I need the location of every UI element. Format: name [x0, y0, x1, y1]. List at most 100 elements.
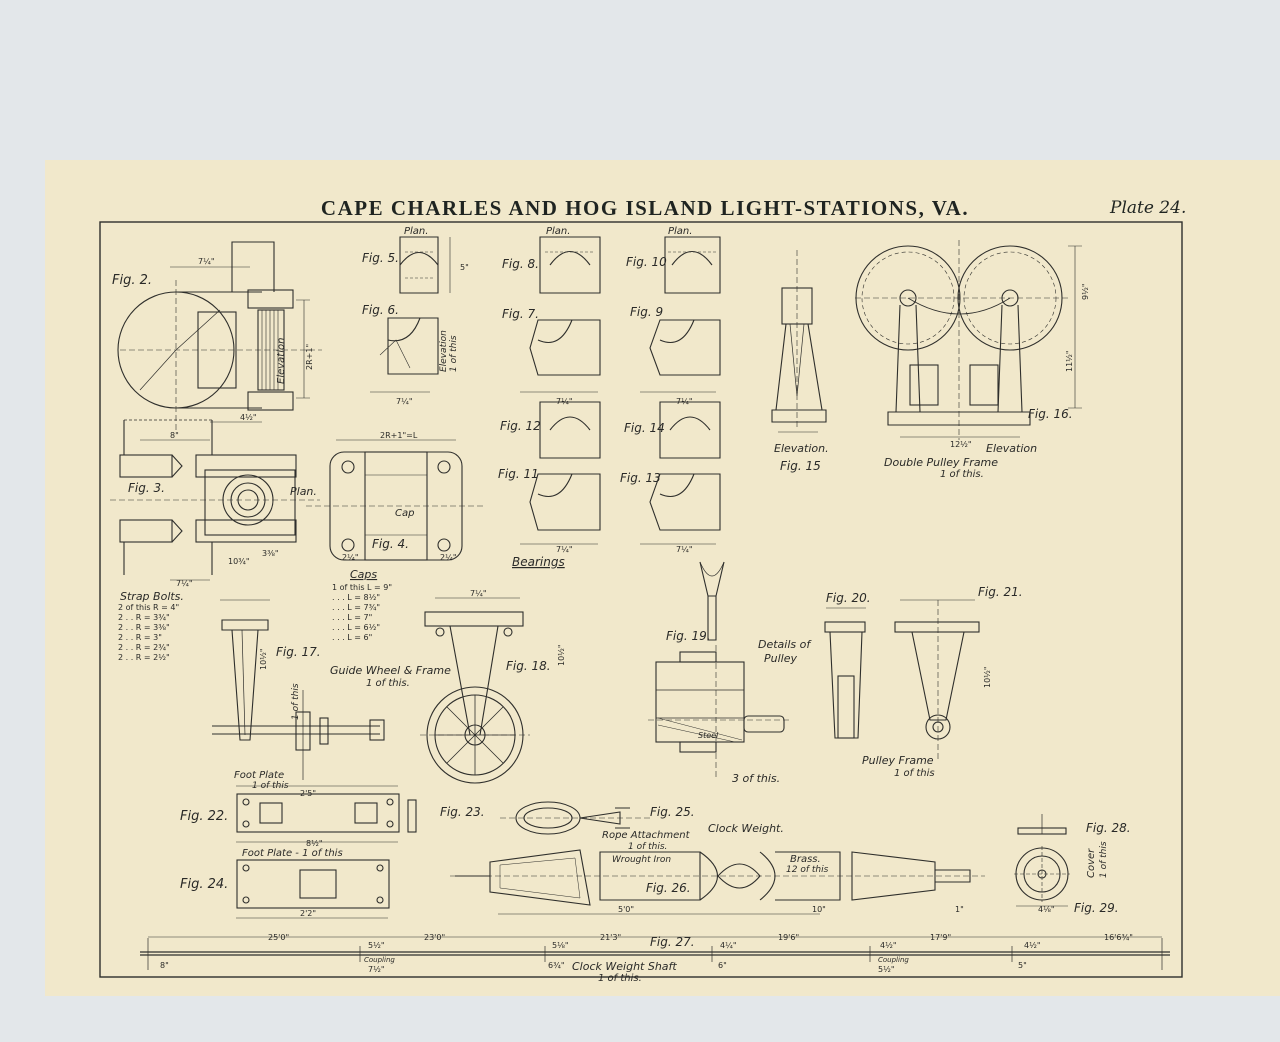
- fig5-label: Fig. 5.: [362, 251, 399, 265]
- details-of-pulley-2: Pulley: [764, 652, 797, 665]
- bearings-label: Bearings: [512, 555, 565, 569]
- of-this-fig6-label: 1 of this: [449, 335, 459, 372]
- fig15-label: Fig. 15: [780, 459, 821, 473]
- wrought-iron-label: Wrought Iron: [612, 855, 671, 865]
- bearing-fig9: [640, 319, 721, 393]
- fig22-drawing: [236, 785, 417, 843]
- fig10-label: Fig. 10: [626, 255, 667, 269]
- dim-label: 10¾": [228, 557, 250, 566]
- shaft-bottom-dim: 8": [160, 961, 169, 970]
- fig3-label: Fig. 3.: [128, 481, 165, 495]
- bearing-fig14: [659, 401, 721, 459]
- elevation-fig15-label: Elevation.: [774, 442, 829, 455]
- elevation-fig6-label: Elevation: [439, 330, 449, 372]
- rope-attachment-qty: 1 of this.: [628, 842, 667, 852]
- foot-plate-24-label: Foot Plate - 1 of this: [242, 848, 343, 859]
- fig16-drawing: [855, 240, 1082, 440]
- caps-row: . . . L = 6": [332, 633, 372, 642]
- clock-weight-shaft-label: Clock Weight Shaft: [572, 960, 677, 973]
- fig12-label: Fig. 12: [500, 419, 541, 433]
- plan-label-fig8: Plan.: [546, 226, 570, 237]
- fig16-label: Fig. 16.: [1028, 407, 1073, 421]
- fig23-label: Fig. 23.: [440, 805, 485, 819]
- fig28-label: Fig. 28.: [1086, 821, 1131, 835]
- cover-qty: 1 of this: [1099, 841, 1109, 878]
- dim-label: 1": [955, 905, 964, 914]
- strap-bolt-row: 2 . . R = 3": [118, 633, 162, 642]
- shaft-bottom-dim: 5": [1018, 961, 1027, 970]
- shaft-sub-dim: 5⅛": [552, 941, 569, 950]
- dim-label: 2'5": [300, 789, 316, 798]
- shaft-dim: 19'6": [778, 933, 799, 942]
- dim-label: 10½": [983, 666, 992, 688]
- fig4-drawing: [306, 439, 486, 561]
- bearing-fig10: [664, 236, 721, 294]
- fig28-cover: [1014, 814, 1070, 907]
- dim-label: 7¼": [198, 257, 215, 266]
- dim-label: 3⅜": [262, 549, 279, 558]
- caps-row: . . . L = 7¾": [332, 603, 380, 612]
- fig13-label: Fig. 13: [620, 471, 661, 485]
- dim-label: 7¼": [676, 397, 693, 406]
- strap-bolts-title: Strap Bolts.: [120, 590, 184, 603]
- shaft-dim: 17'9": [930, 933, 951, 942]
- fig19-drawing: [648, 561, 790, 780]
- shaft-sub-dim: 4½": [1024, 941, 1041, 950]
- bearing-fig6: [370, 317, 439, 393]
- cover-label: Cover: [1086, 848, 1097, 878]
- fig17-label: Fig. 17.: [276, 645, 321, 659]
- pulley-frame-qty: 1 of this: [894, 768, 935, 779]
- foot-plate-label: Foot Plate: [234, 770, 284, 781]
- dim-label: 7¼": [470, 589, 487, 598]
- brass-label: Brass.: [790, 854, 821, 865]
- fig11-label: Fig. 11: [498, 467, 539, 481]
- drawing-sheet: [45, 160, 1280, 996]
- fig21-drawing: [894, 599, 980, 760]
- of-this-fig17-label: 1 of this: [291, 683, 301, 720]
- double-pulley-frame-label: Double Pulley Frame: [884, 456, 998, 469]
- dim-label: 2R+1": [305, 344, 314, 370]
- shaft-sub-dim: 4¼": [720, 941, 737, 950]
- clock-weight-shaft-qty: 1 of this.: [598, 973, 642, 984]
- fig4-label: Fig. 4.: [372, 537, 409, 551]
- fig6-label: Fig. 6.: [362, 303, 399, 317]
- three-of-this-label: 3 of this.: [732, 772, 780, 785]
- fig27-label: Fig. 27.: [650, 935, 695, 949]
- clock-weight-label: Clock Weight.: [708, 822, 784, 835]
- caps-row: 1 of this L = 9": [332, 583, 392, 592]
- dim-label: 2'2": [300, 909, 316, 918]
- cap-label: Cap: [395, 508, 414, 519]
- fig20-drawing: [824, 607, 866, 739]
- fig27-shaft: [140, 936, 1170, 970]
- fig14-label: Fig. 14: [624, 421, 665, 435]
- fig3-drawing: [110, 419, 320, 581]
- plan-label-fig5: Plan.: [404, 226, 428, 237]
- bearing-fig12: [539, 401, 601, 459]
- fig24-label: Fig. 24.: [180, 877, 228, 892]
- dim-label: 7¼": [176, 579, 193, 588]
- caps-title: Caps: [350, 568, 377, 581]
- dim-label: 5": [460, 263, 469, 272]
- details-of-pulley-1: Details of: [758, 638, 812, 651]
- fig17-drawing: [212, 599, 385, 780]
- bearing-fig8: [539, 236, 601, 294]
- shaft-dim: 23'0": [424, 933, 445, 942]
- dim-label: 7¼": [556, 397, 573, 406]
- shaft-dim: 21'3": [600, 933, 621, 942]
- fig21-label: Fig. 21.: [978, 585, 1023, 599]
- bearing-fig13: [640, 473, 721, 545]
- dim-label: 7¼": [676, 545, 693, 554]
- shaft-bottom-dim: 6": [718, 961, 727, 970]
- strap-bolt-row: 2 of this R = 4": [118, 603, 179, 612]
- coupling-label: Coupling: [364, 956, 395, 964]
- dim-label: 4⅛": [1038, 905, 1055, 914]
- strap-bolt-row: 2 . . R = 2¾": [118, 643, 170, 652]
- dim-label: 12½": [950, 440, 972, 449]
- dim-label: 2R+1"=L: [380, 431, 418, 440]
- shaft-dim: 16'6¾": [1104, 933, 1133, 942]
- foot-plate-qty: 1 of this: [252, 781, 289, 791]
- caps-row: . . . L = 6½": [332, 623, 380, 632]
- fig20-label: Fig. 20.: [826, 591, 871, 605]
- plan-label-fig10: Plan.: [668, 226, 692, 237]
